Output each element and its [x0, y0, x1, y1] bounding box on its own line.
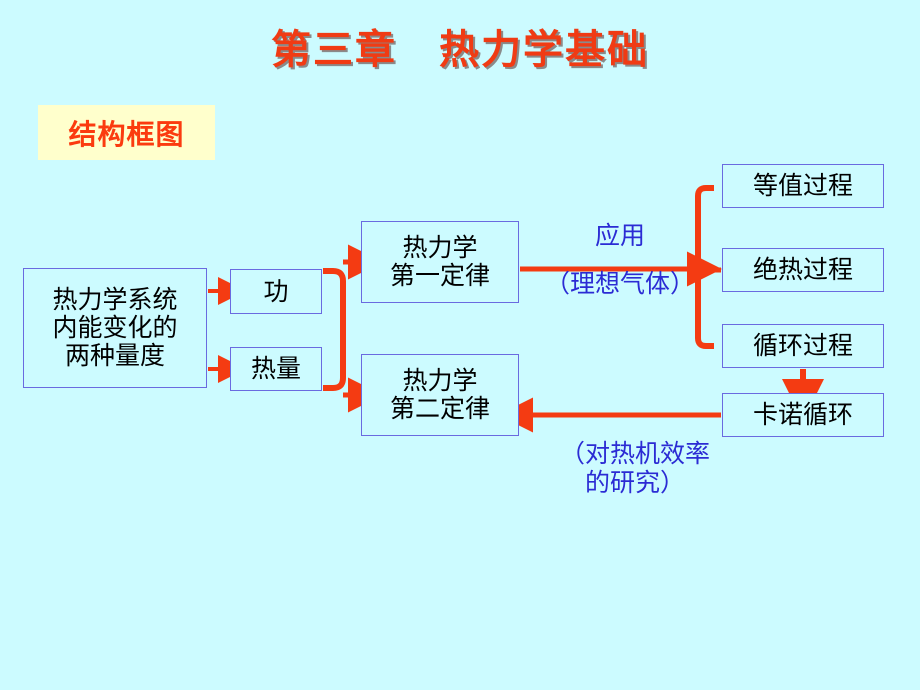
node-line: 第二定律	[389, 394, 490, 423]
connector-work-heat-bracket	[323, 244, 383, 413]
node-heat[interactable]: 热量	[230, 347, 322, 391]
annotation-heat-engine-efficiency: （对热机效率 的研究）	[520, 439, 750, 498]
node-line: 两种量度	[64, 341, 165, 370]
annotation-ideal-gas: （理想气体）	[544, 269, 695, 298]
page-title: 第三章 热力学基础	[271, 27, 649, 73]
node-label: 循环过程	[752, 331, 853, 360]
node-line: 热力学系统	[52, 285, 178, 314]
node-adiabatic-process[interactable]: 绝热过程	[722, 248, 884, 292]
node-work[interactable]: 功	[230, 269, 322, 314]
node-label: 卡诺循环	[752, 400, 853, 429]
node-line: 内能变化的	[52, 313, 178, 342]
section-label-chip: 结构框图	[38, 105, 215, 160]
node-isovalue-process[interactable]: 等值过程	[722, 164, 884, 208]
node-line: 热力学	[402, 233, 478, 262]
annotation-line: （对热机效率	[559, 439, 710, 468]
node-cyclic-process[interactable]: 循环过程	[722, 324, 884, 368]
node-first-law[interactable]: 热力学 第一定律	[361, 221, 519, 303]
node-line: 第一定律	[389, 261, 490, 290]
node-second-law[interactable]: 热力学 第二定律	[361, 354, 519, 436]
node-label: 功	[263, 276, 289, 306]
node-carnot-cycle[interactable]: 卡诺循环	[722, 393, 884, 437]
node-label: 等值过程	[752, 171, 853, 200]
node-label: 热量	[250, 354, 301, 383]
node-thermo-system[interactable]: 热力学系统 内能变化的 两种量度	[23, 268, 207, 388]
node-line: 热力学	[402, 366, 478, 395]
node-label: 绝热过程	[752, 255, 853, 284]
annotation-apply: 应用	[594, 221, 645, 250]
connector-process-bracket	[695, 185, 721, 349]
annotation-line: 的研究）	[584, 467, 685, 497]
section-label-text: 结构框图	[68, 117, 185, 151]
